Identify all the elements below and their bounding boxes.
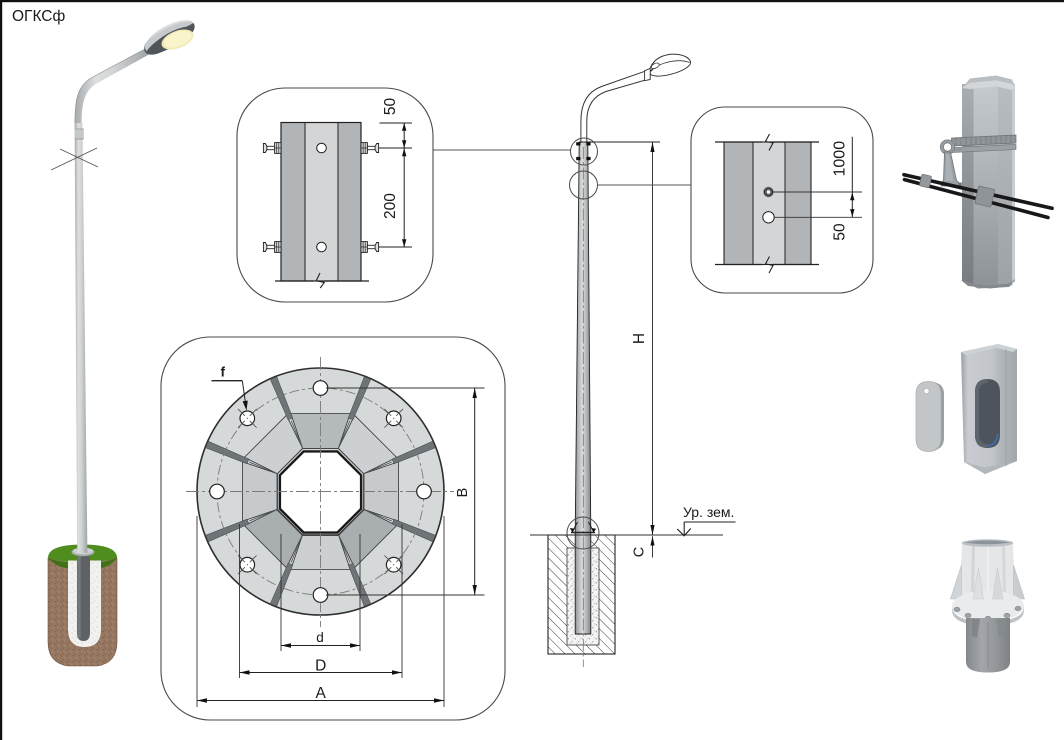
svg-text:D: D	[315, 658, 326, 675]
svg-text:d: d	[316, 630, 324, 645]
svg-text:H: H	[631, 333, 648, 344]
svg-text:50: 50	[832, 223, 849, 241]
svg-text:f: f	[221, 365, 226, 380]
svg-text:C: C	[631, 547, 647, 557]
svg-text:ОГКСф: ОГКСф	[12, 8, 65, 25]
svg-text:1000: 1000	[831, 141, 848, 177]
svg-text:A: A	[316, 685, 327, 702]
svg-text:B: B	[455, 488, 471, 498]
svg-text:Ур. зем.: Ур. зем.	[683, 504, 734, 520]
svg-text:50: 50	[382, 98, 399, 116]
svg-text:200: 200	[382, 193, 399, 219]
